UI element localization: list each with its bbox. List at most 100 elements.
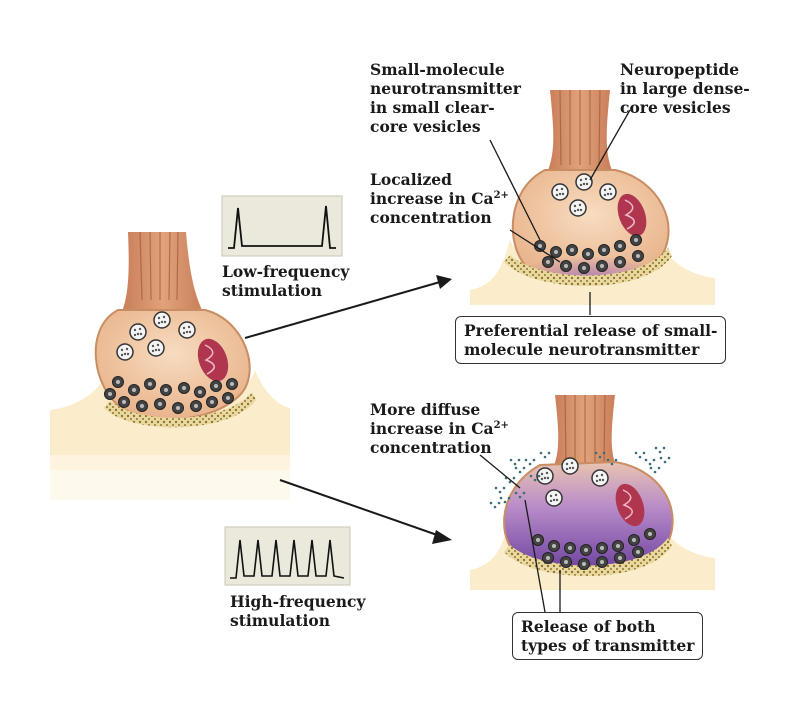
vesicle-dot: [187, 325, 191, 329]
large-dense-core-vesicle: [599, 183, 617, 201]
vesicle-core: [618, 260, 622, 264]
vesicle-core: [586, 252, 590, 256]
vesicle-core: [158, 402, 162, 406]
vesicle-dot: [565, 467, 569, 471]
vesicle-core: [108, 392, 112, 396]
vesicle-dot: [601, 478, 605, 482]
bottom-mitochondrion: [615, 483, 645, 527]
stimulation-arrows: [244, 275, 452, 544]
released-peptide-dot: [658, 450, 662, 454]
vesicle-dot: [182, 326, 186, 330]
released-peptide-dot: [598, 455, 602, 459]
high-frequency-trace: [224, 526, 351, 586]
vesicle-dot: [579, 208, 583, 212]
large-dense-core-vesicle: [591, 469, 609, 487]
released-peptide-dot: [509, 458, 513, 462]
vesicle-dot: [552, 498, 556, 502]
vesicle-core: [632, 538, 636, 542]
released-peptide-dot: [522, 466, 526, 470]
vesicle-dot: [540, 477, 544, 481]
label-release-both: Release of both types of transmitter: [512, 612, 704, 660]
released-neuropeptide-dots: [489, 446, 671, 509]
vesicle-dot: [603, 193, 607, 197]
vesicle-core: [570, 248, 574, 252]
vesicle-dot: [139, 332, 143, 336]
vesicle-core: [182, 386, 186, 390]
released-peptide-dot: [652, 458, 656, 462]
label-neuropeptide-vesicles: Neuropeptide in large dense- core vesicl…: [620, 60, 750, 117]
vesicle-dot: [606, 192, 610, 196]
released-peptide-dot: [543, 455, 547, 459]
released-peptide-dot: [498, 490, 502, 494]
released-peptide-dot: [513, 462, 517, 466]
vesicle-dot: [568, 466, 572, 470]
vesicle-dot: [151, 344, 155, 348]
vesicle-dot: [133, 328, 137, 332]
vesicle-core: [148, 382, 152, 386]
left-mitochondrion: [197, 338, 229, 382]
vesicle-dot: [573, 204, 577, 208]
released-peptide-dot: [638, 455, 642, 459]
vesicle-dot: [123, 352, 127, 356]
large-dense-core-vesicle: [536, 467, 554, 485]
vesicle-core: [536, 538, 540, 542]
vesicle-core: [648, 532, 652, 536]
vesicle-core: [214, 384, 218, 388]
vesicle-dot: [573, 209, 577, 213]
vesicle-core: [600, 560, 604, 564]
released-peptide-dot: [514, 491, 518, 495]
released-peptide-dot: [497, 501, 501, 505]
label-localized-sup: 2+: [493, 189, 509, 201]
released-peptide-dot: [667, 456, 671, 460]
released-peptide-dot: [642, 451, 646, 455]
leader-release-a: [524, 499, 546, 613]
vesicle-dot: [603, 188, 607, 192]
vesicle-dot: [582, 182, 586, 186]
released-peptide-dot: [614, 458, 618, 462]
vesicle-dot: [578, 203, 582, 207]
released-peptide-dot: [594, 451, 598, 455]
vesicle-dot: [156, 343, 160, 347]
vesicle-core: [164, 388, 168, 392]
leader-localized: [509, 229, 561, 263]
vesicle-dot: [555, 498, 559, 502]
vesicle-core: [538, 244, 542, 248]
vesicle-core: [554, 250, 558, 254]
leader-neuropeptide: [589, 109, 631, 181]
leader-diffuse: [479, 454, 521, 489]
vesicle-dot: [576, 208, 580, 212]
vesicle-dot: [545, 471, 549, 475]
top-mitochondrion: [617, 193, 647, 237]
vesicle-dot: [120, 348, 124, 352]
released-peptide-dot: [517, 458, 521, 462]
vesicle-core: [226, 396, 230, 400]
left-postsynaptic-fade: [50, 455, 290, 500]
vesicle-dot: [543, 476, 547, 480]
vesicle-dot: [549, 494, 553, 498]
vesicle-dot: [154, 348, 158, 352]
vesicle-dot: [555, 188, 559, 192]
vesicle-dot: [595, 474, 599, 478]
released-peptide-dot: [522, 491, 526, 495]
vesicle-dot: [585, 182, 589, 186]
large-dense-core-vesicle: [561, 457, 579, 475]
vesicle-core: [600, 546, 604, 550]
released-peptide-dot: [489, 501, 493, 505]
large-dense-core-vesicle: [147, 339, 165, 357]
vesicle-dot: [555, 193, 559, 197]
vesicle-core: [198, 390, 202, 394]
large-dense-core-vesicle: [129, 323, 147, 341]
label-localized-line3: concentration: [370, 208, 492, 227]
label-diffuse-line3: concentration: [370, 438, 492, 457]
vesicle-core: [564, 560, 568, 564]
vesicle-dot: [126, 352, 130, 356]
label-low-frequency: Low-frequency stimulation: [222, 262, 350, 300]
released-peptide-dot: [610, 462, 614, 466]
vesicle-core: [564, 264, 568, 268]
released-peptide-dot: [659, 456, 663, 460]
arrow-low-frequency-head: [436, 275, 452, 289]
vesicle-dot: [608, 187, 612, 191]
